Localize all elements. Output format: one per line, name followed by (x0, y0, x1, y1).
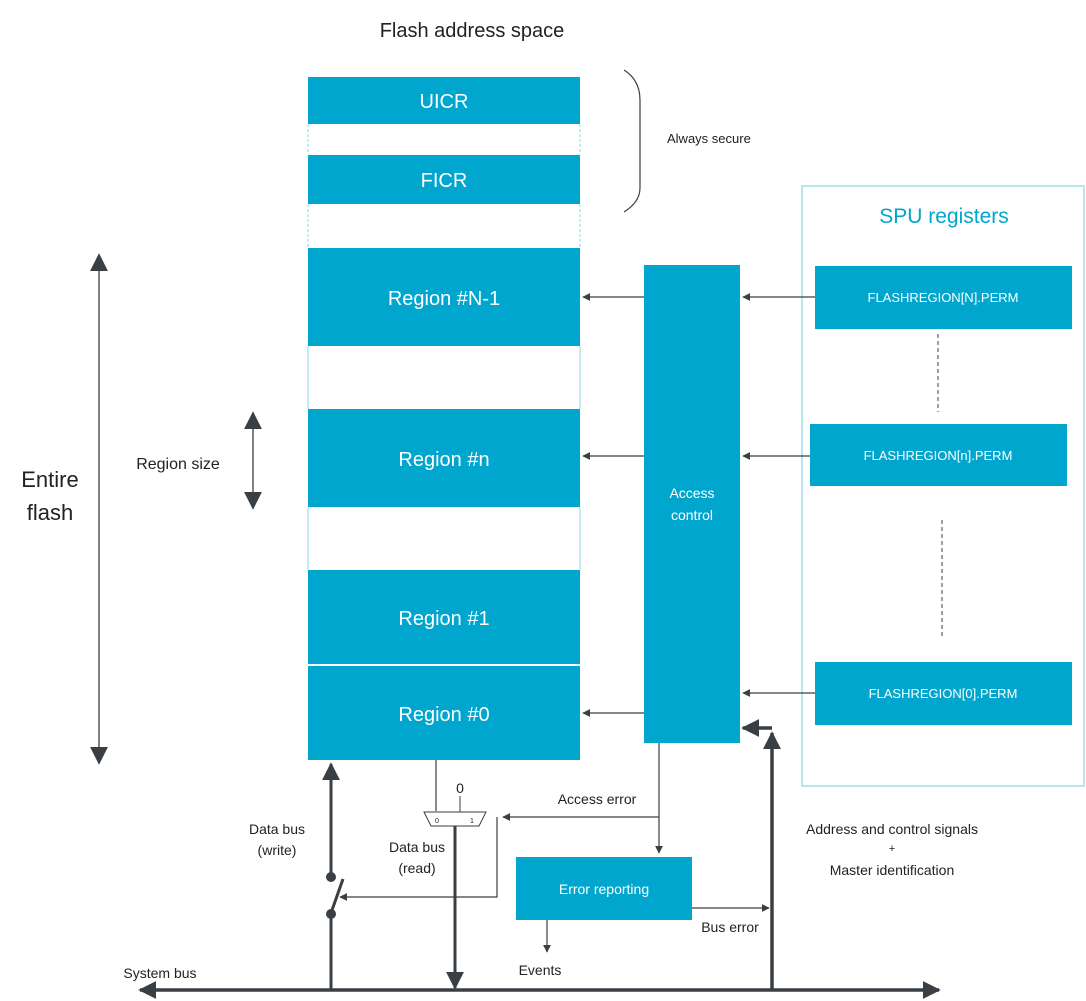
spu-registers-title: SPU registers (879, 205, 1009, 228)
system-bus-label: System bus (123, 965, 196, 981)
region-n-block (308, 409, 580, 507)
flashregion-N-label: FLASHREGION[N].PERM (868, 290, 1019, 305)
entire-flash-label-2: flash (27, 500, 73, 525)
write-switch (329, 878, 345, 914)
entire-flash-label-1: Entire (21, 467, 78, 492)
uicr-label: UICR (420, 91, 469, 113)
mux-in1-label: 1 (470, 818, 474, 825)
diagram-title: Flash address space (380, 20, 565, 42)
access-error-label: Access error (558, 791, 637, 807)
ficr-block (308, 155, 580, 204)
mux-in0-label: 0 (435, 818, 439, 825)
address-control-label-1: Address and control signals (806, 821, 978, 837)
error-reporting-label: Error reporting (559, 881, 649, 897)
switch-contact-bottom (326, 909, 336, 919)
region-size-label: Region size (136, 456, 220, 473)
address-control-label-3: Master identification (830, 862, 955, 878)
switch-control-line (339, 817, 498, 901)
flashregion-n-label: FLASHREGION[n].PERM (864, 448, 1013, 463)
error-reporting-block (516, 857, 692, 920)
bus-error-label: Bus error (701, 919, 759, 935)
access-control-label-2: control (671, 507, 713, 523)
region-1-label: Region #1 (398, 608, 489, 630)
always-secure-brace (623, 69, 641, 213)
region-n-minus-1-label: Region #N-1 (388, 288, 500, 310)
region-0-label: Region #0 (398, 704, 489, 726)
data-bus-write-label-1: Data bus (249, 821, 305, 837)
region-n-minus-1-block (308, 248, 580, 346)
events-label: Events (519, 962, 562, 978)
spu-registers-panel (801, 185, 1085, 787)
ficr-label: FICR (421, 170, 468, 192)
address-control-label-2: + (889, 843, 895, 855)
data-bus-read-label-2: (read) (398, 860, 435, 876)
region-0-block (308, 666, 580, 760)
flashregion-N-register (815, 266, 1072, 329)
flash-column (307, 124, 581, 570)
flashregion-n-register (810, 424, 1067, 486)
read-mux (423, 811, 487, 827)
uicr-block (308, 77, 580, 124)
access-control-label-1: Access (669, 485, 714, 501)
access-control-block (644, 265, 740, 743)
data-bus-write-label-2: (write) (258, 842, 297, 858)
flashregion-0-register (815, 662, 1072, 725)
region-n-label: Region #n (398, 449, 489, 471)
data-bus-read-label-1: Data bus (389, 839, 445, 855)
flashregion-0-label: FLASHREGION[0].PERM (869, 686, 1018, 701)
region-1-block (308, 570, 580, 664)
always-secure-label: Always secure (667, 131, 751, 146)
mux-const-label: 0 (456, 780, 464, 796)
